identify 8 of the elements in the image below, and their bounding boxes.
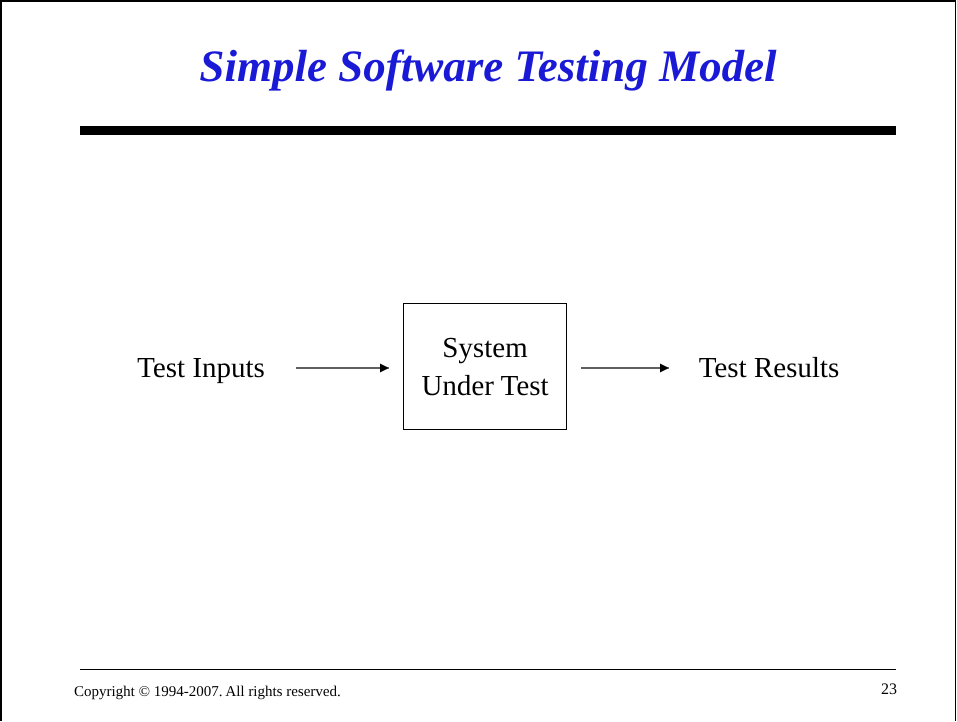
copyright-note: Copyright © 1994-2007. All rights reserved.: [74, 683, 341, 702]
io-label: Test Inputs: [120, 348, 282, 388]
arrow: [581, 364, 669, 372]
arrow: [296, 364, 389, 372]
slide-title: Simple Software Testing Model: [198, 40, 778, 93]
page-number: 23: [881, 680, 897, 700]
io-label: Test Results: [683, 348, 855, 388]
process-box: System Under Test: [403, 303, 567, 430]
